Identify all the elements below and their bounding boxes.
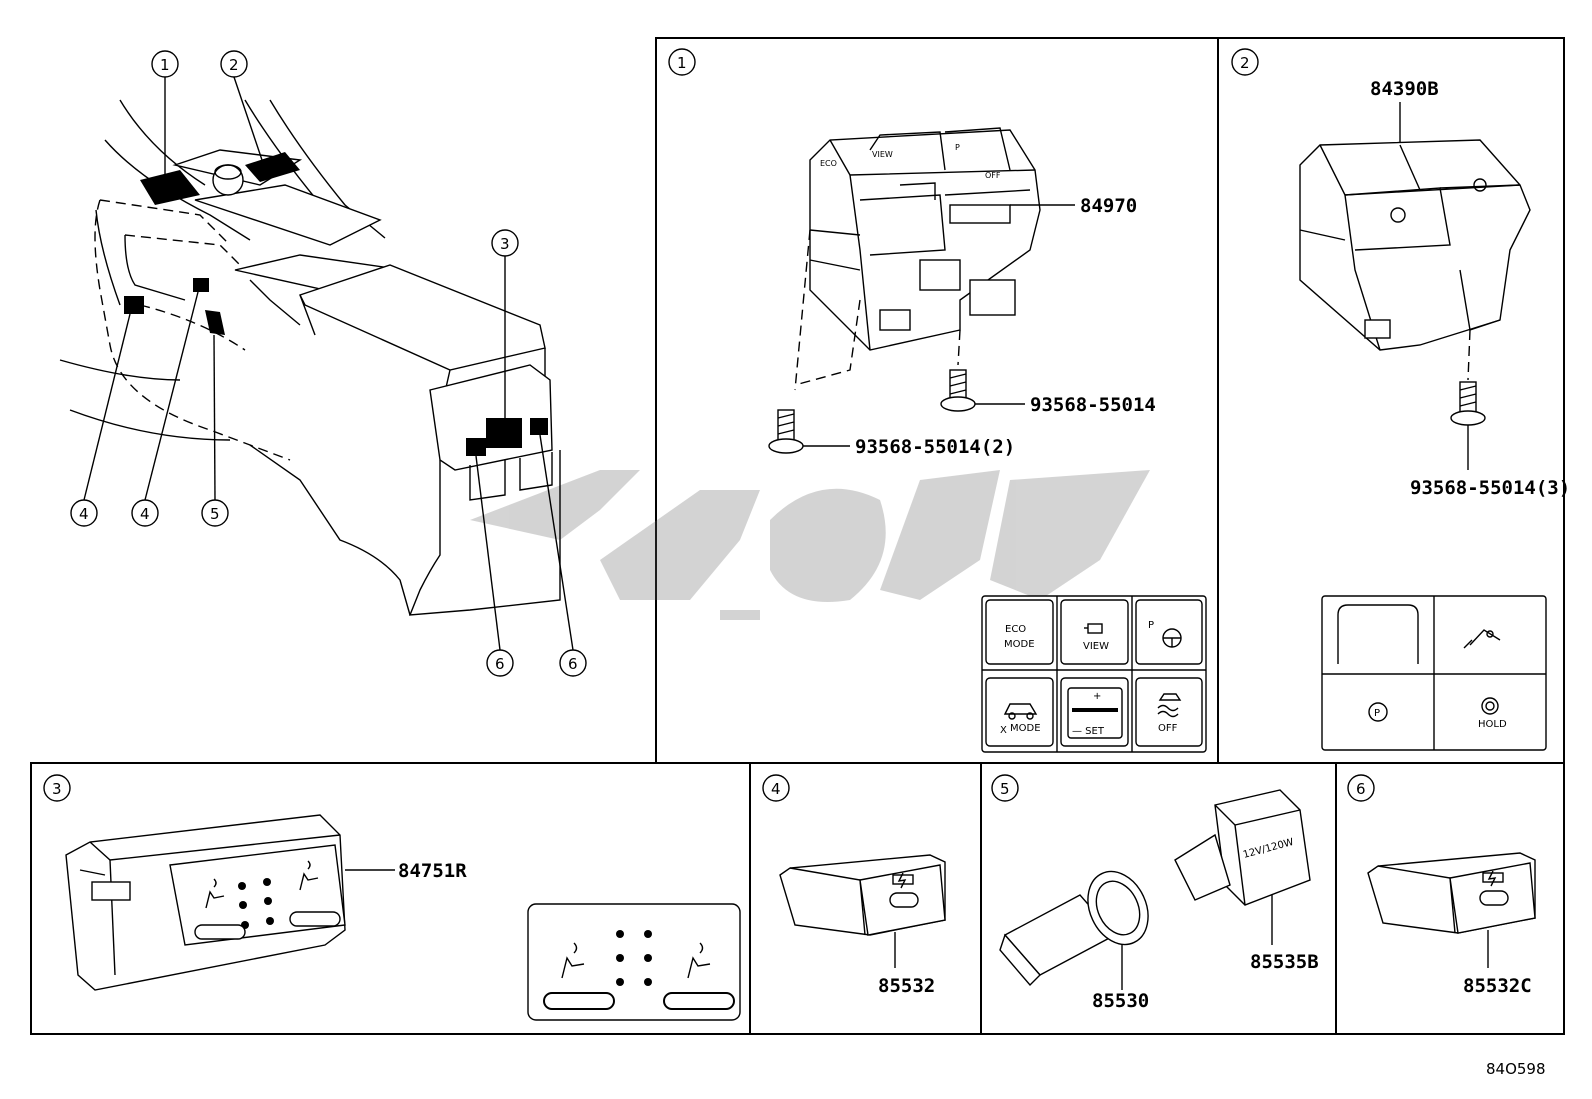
svg-text:P: P xyxy=(955,143,960,152)
part-93568-55014: 93568-55014 xyxy=(1030,394,1156,416)
svg-text:OFF: OFF xyxy=(985,171,1001,180)
panel-5: 5 85530 12V/120W 85535B xyxy=(991,774,1319,1012)
svg-text:5: 5 xyxy=(1000,780,1010,798)
xmode-car-icon xyxy=(1003,703,1038,720)
panel-2-button-face: P HOLD xyxy=(1321,595,1547,751)
svg-text:3: 3 xyxy=(500,235,510,253)
callout-1: 1 xyxy=(151,50,179,78)
callout-2: 2 xyxy=(220,50,248,78)
svg-text:4: 4 xyxy=(771,780,781,798)
console-overview: 1 2 3 4 4 5 6 6 xyxy=(59,50,587,677)
part-85530: 85530 xyxy=(1092,990,1149,1012)
watermark-text: تو یار xyxy=(799,639,803,641)
part-84390B: 84390B xyxy=(1370,78,1439,100)
drawing-code: 84O598 xyxy=(1486,1060,1546,1078)
screw-left xyxy=(768,409,804,454)
panel-3: 3 84751R xyxy=(43,774,741,1021)
panel-1-callout: 1 xyxy=(668,48,696,76)
hill-descent-icon xyxy=(1463,629,1501,649)
panel-2: 2 84390B 93568-55014(3) xyxy=(1231,48,1570,751)
callout-6a: 6 xyxy=(486,649,514,677)
svg-text:VIEW: VIEW xyxy=(872,150,893,159)
seat-heater-face-left-icon xyxy=(561,942,585,979)
svg-text:2: 2 xyxy=(229,56,239,74)
svg-text:P: P xyxy=(1374,708,1380,719)
panel-4-callout: 4 xyxy=(762,774,790,802)
svg-text:1: 1 xyxy=(677,54,687,72)
panel-3-button-face xyxy=(527,903,741,1021)
seat-heater-right-icon xyxy=(299,860,319,891)
callout-3: 3 xyxy=(491,229,519,257)
panel-6: 6 85532C xyxy=(1347,774,1536,997)
panel-3-callout: 3 xyxy=(43,774,71,802)
traction-off-icon xyxy=(1157,693,1182,718)
eco-label: ECO xyxy=(1005,624,1026,635)
xmode-label: MODE xyxy=(1010,723,1041,734)
off-label: OFF xyxy=(1158,723,1178,734)
callout-4a: 4 xyxy=(70,499,98,527)
plus-label: + xyxy=(1093,691,1101,702)
svg-text:3: 3 xyxy=(52,780,62,798)
callout-6b: 6 xyxy=(559,649,587,677)
panel-1: 1 ECO VIEW P OFF 84970 93568-55014 xyxy=(668,48,1207,753)
svg-text:2: 2 xyxy=(1240,54,1250,72)
usb-charge-icon-2 xyxy=(1482,870,1504,887)
screw-right xyxy=(940,369,976,412)
seat-heater-face-right-icon xyxy=(687,942,711,979)
panel-1-button-face: ECO MODE VIEW P X MODE + — SET xyxy=(981,595,1207,753)
panel-2-callout: 2 xyxy=(1231,48,1259,76)
svg-text:5: 5 xyxy=(210,505,220,523)
svg-text:6: 6 xyxy=(1356,780,1366,798)
part-93568-55014-3: 93568-55014(3) xyxy=(1410,477,1570,499)
hold-label: HOLD xyxy=(1478,719,1507,730)
svg-text:ECO: ECO xyxy=(820,159,837,168)
svg-text:6: 6 xyxy=(495,655,505,673)
view-label: VIEW xyxy=(1083,641,1109,652)
part-85535B: 85535B xyxy=(1250,951,1319,973)
view-icon xyxy=(1084,623,1103,634)
eco-mode-label: MODE xyxy=(1004,639,1035,650)
svg-text:4: 4 xyxy=(79,505,89,523)
part-93568-55014-2: 93568-55014(2) xyxy=(855,436,1015,458)
svg-text:6: 6 xyxy=(568,655,578,673)
set-label: — SET xyxy=(1072,726,1105,737)
parking-brake-icon: P xyxy=(1368,702,1388,722)
screw-panel2 xyxy=(1450,381,1486,426)
panel-6-callout: 6 xyxy=(1347,774,1375,802)
panel-borders xyxy=(30,37,1565,1035)
svg-text:4: 4 xyxy=(140,505,150,523)
watermark: تو یار xyxy=(470,470,1150,641)
part-85532C: 85532C xyxy=(1463,975,1532,997)
xmode-x: X xyxy=(1000,725,1007,736)
callout-4b: 4 xyxy=(131,499,159,527)
panel-5-callout: 5 xyxy=(991,774,1019,802)
seat-heater-left-icon xyxy=(205,878,225,909)
part-84970: 84970 xyxy=(1080,195,1137,217)
steering-wheel-icon xyxy=(1162,628,1182,648)
usb-charge-icon xyxy=(892,872,914,889)
part-85532: 85532 xyxy=(878,975,935,997)
p-label: P xyxy=(1148,620,1154,631)
part-84751R: 84751R xyxy=(398,860,467,882)
panel-4: 4 85532 xyxy=(762,774,946,997)
hold-icon xyxy=(1481,697,1499,715)
callout-5: 5 xyxy=(201,499,229,527)
svg-text:1: 1 xyxy=(160,56,170,74)
